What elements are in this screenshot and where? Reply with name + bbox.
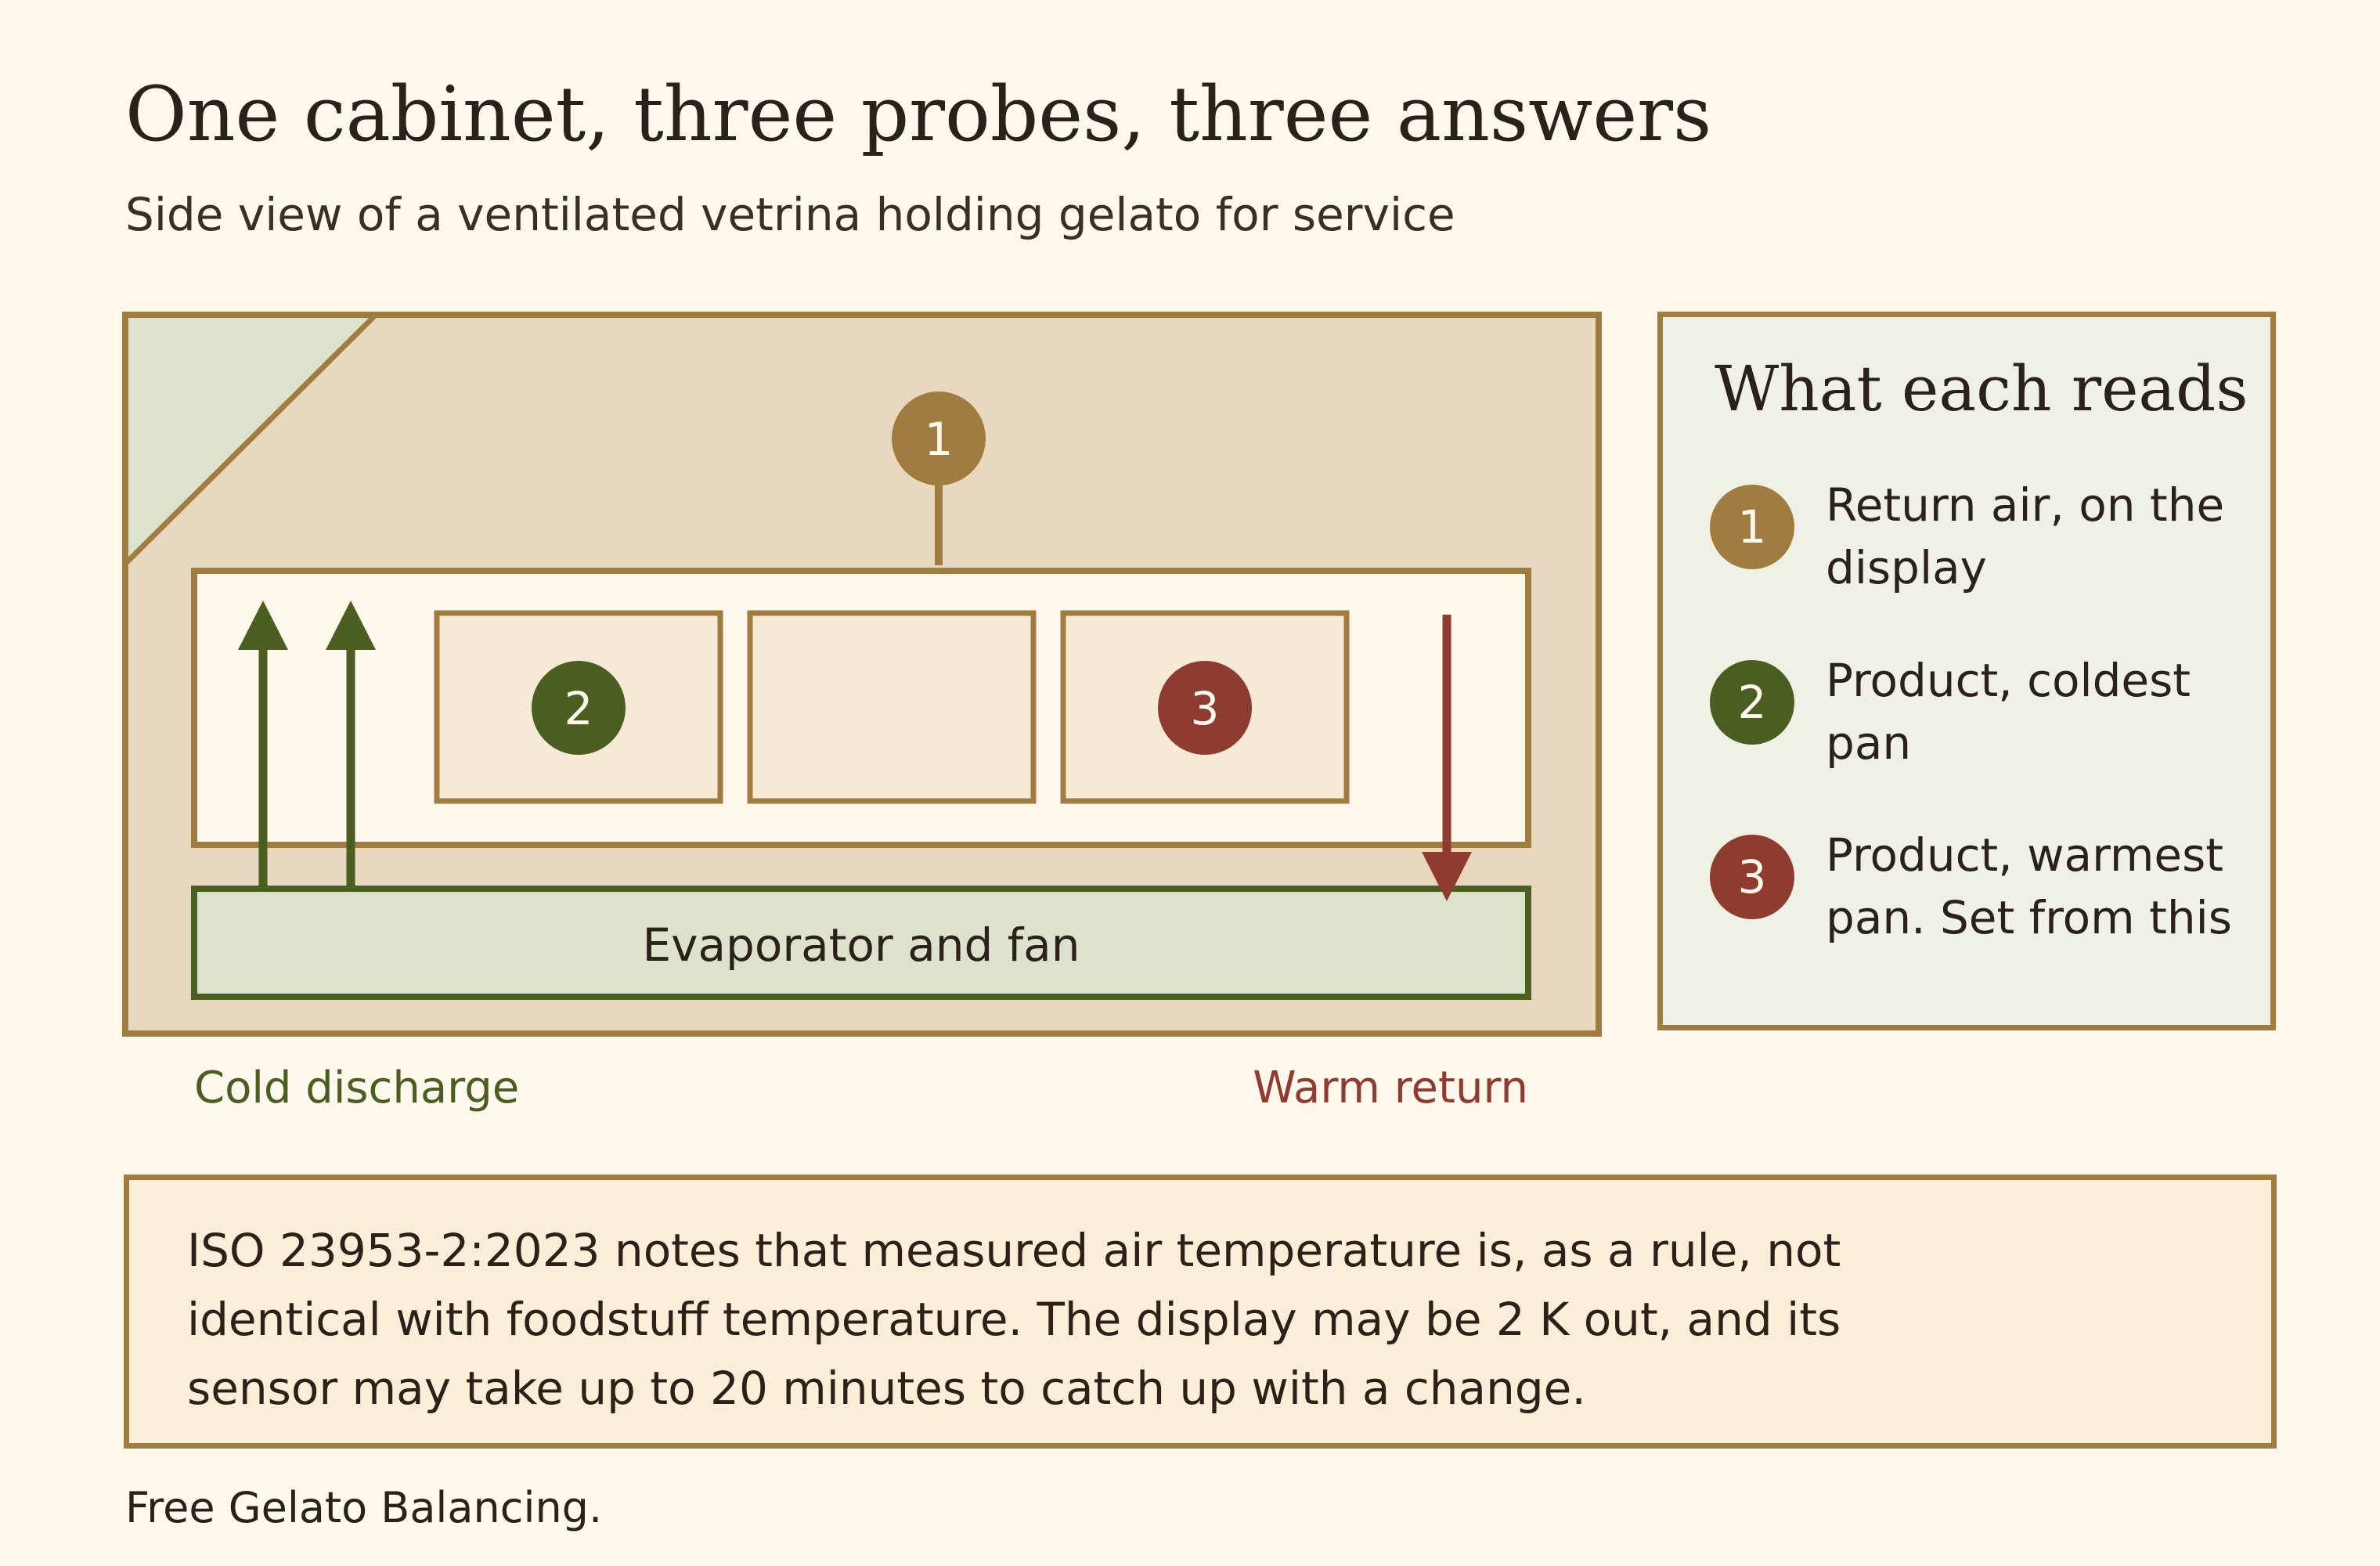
legend-item-probe-1: 1 Return air, on the display (1710, 478, 2242, 594)
probe-3-badge (1158, 661, 1252, 755)
cold-arrow-1-head (238, 601, 288, 650)
legend-title: What each reads (1715, 352, 2248, 425)
page-subtitle: Side view of a ventilated vetrina holdin… (125, 188, 1455, 241)
warm-return-label: Warm return (1253, 1063, 1528, 1113)
warm-arrow-head (1422, 852, 1472, 901)
cold-arrow-2-head (326, 601, 376, 650)
standard-note-box: ISO 23953-2:2023 notes that measured air… (124, 1174, 2277, 1449)
probe-2-badge (532, 661, 626, 755)
legend-badge-1: 1 (1710, 485, 1794, 569)
probe-1-number: 1 (925, 413, 954, 466)
legend-text-3: Product, warmest pan. Set from this (1826, 828, 2232, 944)
legend-item-probe-2: 2 Product, coldest pan (1710, 654, 2242, 770)
evaporator-unit (191, 886, 1531, 1000)
footer-credit: Free Gelato Balancing. (125, 1483, 603, 1532)
probe-3-number: 3 (1191, 682, 1220, 735)
legend-item-probe-3: 3 Product, warmest pan. Set from this (1710, 828, 2242, 944)
legend-text-2: Product, coldest pan (1826, 654, 2191, 770)
legend-text-1: Return air, on the display (1826, 478, 2225, 594)
probe-1-badge (892, 392, 986, 485)
glass-edge-line (124, 314, 377, 565)
cold-discharge-label: Cold discharge (194, 1063, 519, 1113)
legend-badge-2: 2 (1710, 660, 1794, 745)
evaporator-label: Evaporator and fan (643, 918, 1080, 972)
page-title: One cabinet, three probes, three answers (125, 70, 1712, 158)
legend-panel: What each reads 1 Return air, on the dis… (1657, 312, 2276, 1030)
probe-2-number: 2 (564, 682, 593, 735)
legend-badge-3: 3 (1710, 835, 1794, 919)
pan-middle (747, 610, 1037, 804)
standard-note-text: ISO 23953-2:2023 notes that measured air… (187, 1224, 1841, 1415)
